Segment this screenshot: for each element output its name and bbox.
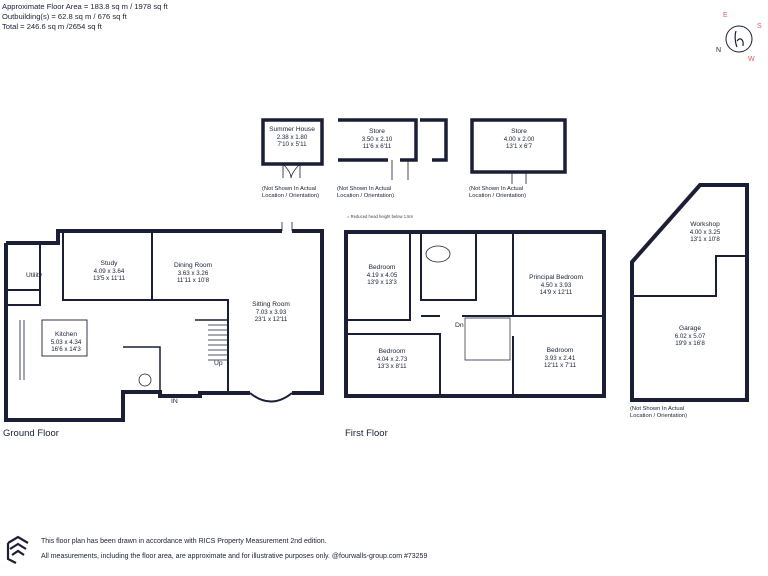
- approx-floor-area: Approximate Floor Area = 183.8 sq m / 19…: [2, 2, 168, 11]
- compass-n: N: [716, 47, 722, 54]
- first-floor-title: First Floor: [345, 428, 388, 439]
- room-bedroom-1: Bedroom 4.19 x 4.05 13'9 x 13'3: [366, 264, 398, 287]
- room-sitting: Sitting Room 7.03 x 3.93 23'1 x 12'11: [252, 301, 290, 324]
- note-store-1: (Not Shown In Actual Location / Orientat…: [337, 186, 395, 200]
- workshop-garage-outline: [630, 183, 749, 402]
- store-2-outline: [470, 118, 567, 184]
- room-utility: Utility: [25, 272, 43, 279]
- first-floor-stairs: [464, 317, 511, 361]
- room-study: Study 4.09 x 3.64 13'5 x 11'11: [92, 260, 126, 283]
- compass-s: S: [757, 23, 762, 30]
- outbuildings-area: Outbuilding(s) = 62.8 sq m / 676 sq ft: [2, 12, 127, 21]
- footer-line-2: All measurements, including the floor ar…: [41, 553, 428, 560]
- room-bedroom-3: Bedroom 3.93 x 2.41 12'11 x 7'11: [543, 347, 577, 370]
- note-garage: (Not Shown In Actual Location / Orientat…: [630, 406, 688, 420]
- reduced-head-height-legend: = Reduced head height below 1.5m: [347, 214, 414, 219]
- bay-window: [249, 392, 293, 403]
- bathtub: [425, 245, 451, 263]
- kitchen-island: [41, 319, 88, 357]
- total-area: Total = 246.6 sq m /2654 sq ft: [2, 22, 102, 31]
- label-dn: Dn: [455, 322, 464, 329]
- room-bedroom-2: Bedroom 4.04 x 2.73 13'3 x 8'11: [376, 348, 408, 371]
- store-1-outline: [338, 118, 448, 180]
- room-store-2: Store 4.00 x 2.00 13'1 x 6'7: [503, 128, 535, 151]
- note-store-2: (Not Shown In Actual Location / Orientat…: [469, 186, 527, 200]
- ground-stairs: [208, 324, 228, 361]
- room-kitchen: Kitchen 5.03 x 4.34 16'6 x 14'3: [50, 331, 82, 354]
- compass-icon: [725, 25, 753, 53]
- note-summer-house: (Not Shown In Actual Location / Orientat…: [262, 186, 320, 200]
- area-summary: Approximate Floor Area = 183.8 sq m / 19…: [2, 2, 168, 32]
- label-up: Up: [214, 360, 223, 367]
- room-garage: Garage 6.02 x 5.07 19'9 x 16'8: [674, 325, 706, 348]
- summer-house-outline: [261, 118, 324, 179]
- room-principal-bedroom: Principal Bedroom 4.50 x 3.93 14'9 x 12'…: [529, 274, 583, 297]
- label-in: IN: [171, 398, 178, 405]
- room-store-1: Store 3.50 x 2.10 11'6 x 6'11: [361, 128, 393, 151]
- room-summer-house: Summer House 2.38 x 1.80 7'10 x 5'11: [269, 126, 315, 149]
- footer-line-1: This floor plan has been drawn in accord…: [41, 538, 327, 545]
- ground-floor-outline: [4, 229, 324, 422]
- room-workshop: Workshop 4.00 x 3.25 13'1 x 10'8: [689, 221, 721, 244]
- compass-w: W: [748, 56, 755, 63]
- compass: E S N W: [712, 10, 768, 66]
- first-floor-outline: [344, 230, 606, 398]
- fourwalls-logo-icon: [6, 535, 29, 564]
- ground-floor-title: Ground Floor: [3, 428, 59, 439]
- room-dining: Dining Room 3.63 x 3.26 11'11 x 10'8: [173, 262, 213, 285]
- compass-e: E: [723, 12, 728, 19]
